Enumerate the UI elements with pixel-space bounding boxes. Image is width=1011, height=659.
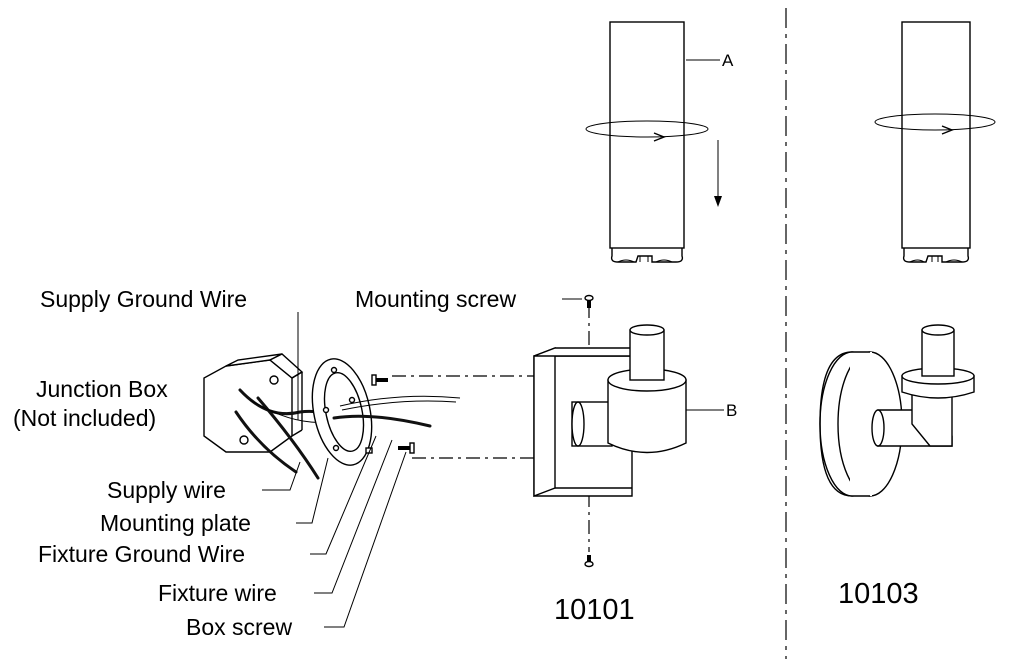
model-number-left: 10101	[554, 594, 635, 626]
leader-supply-wire	[262, 461, 301, 491]
label-supply-ground-wire: Supply Ground Wire	[40, 286, 247, 312]
fixture-ground-wire-line-2	[341, 400, 457, 411]
junction-box	[203, 353, 304, 453]
label-box-screw: Box screw	[186, 614, 292, 640]
rotation-arrow-left	[585, 120, 709, 142]
label-fixture-ground-wire: Fixture Ground Wire	[38, 541, 245, 567]
model-number-right: 10103	[838, 578, 919, 610]
mounting-screw-top	[584, 294, 594, 308]
box-screw-bottom	[398, 442, 415, 454]
label-supply-wire: Supply wire	[107, 477, 226, 503]
label-fixture-wire: Fixture wire	[158, 580, 277, 606]
label-mounting-plate: Mounting plate	[100, 510, 251, 536]
leader-fixture-ground-wire	[310, 435, 377, 555]
label-junction-box-note: (Not included)	[13, 405, 156, 431]
rotation-arrow-right	[874, 113, 996, 135]
supply-wire-3	[256, 396, 320, 480]
label-part-b: B	[726, 401, 737, 420]
leader-mounting-plate	[296, 457, 329, 524]
mounting-screw-bottom	[584, 555, 594, 568]
label-mounting-screw: Mounting screw	[355, 286, 516, 312]
fixture-wire	[332, 414, 432, 428]
glass-shade-a	[609, 21, 685, 263]
label-junction-box: Junction Box	[36, 376, 168, 402]
leader-box-screw	[324, 451, 407, 628]
supply-wire-2	[234, 410, 298, 474]
leader-fixture-wire	[314, 439, 393, 594]
down-arrow	[714, 140, 722, 207]
label-part-a: A	[722, 51, 734, 70]
fixture-10103	[819, 324, 975, 497]
fixture-10101	[533, 324, 687, 498]
fixture-ground-wire-line	[339, 395, 461, 407]
mounting-plate	[311, 358, 373, 466]
glass-shade-right	[901, 21, 971, 263]
box-screw-top	[371, 374, 388, 386]
